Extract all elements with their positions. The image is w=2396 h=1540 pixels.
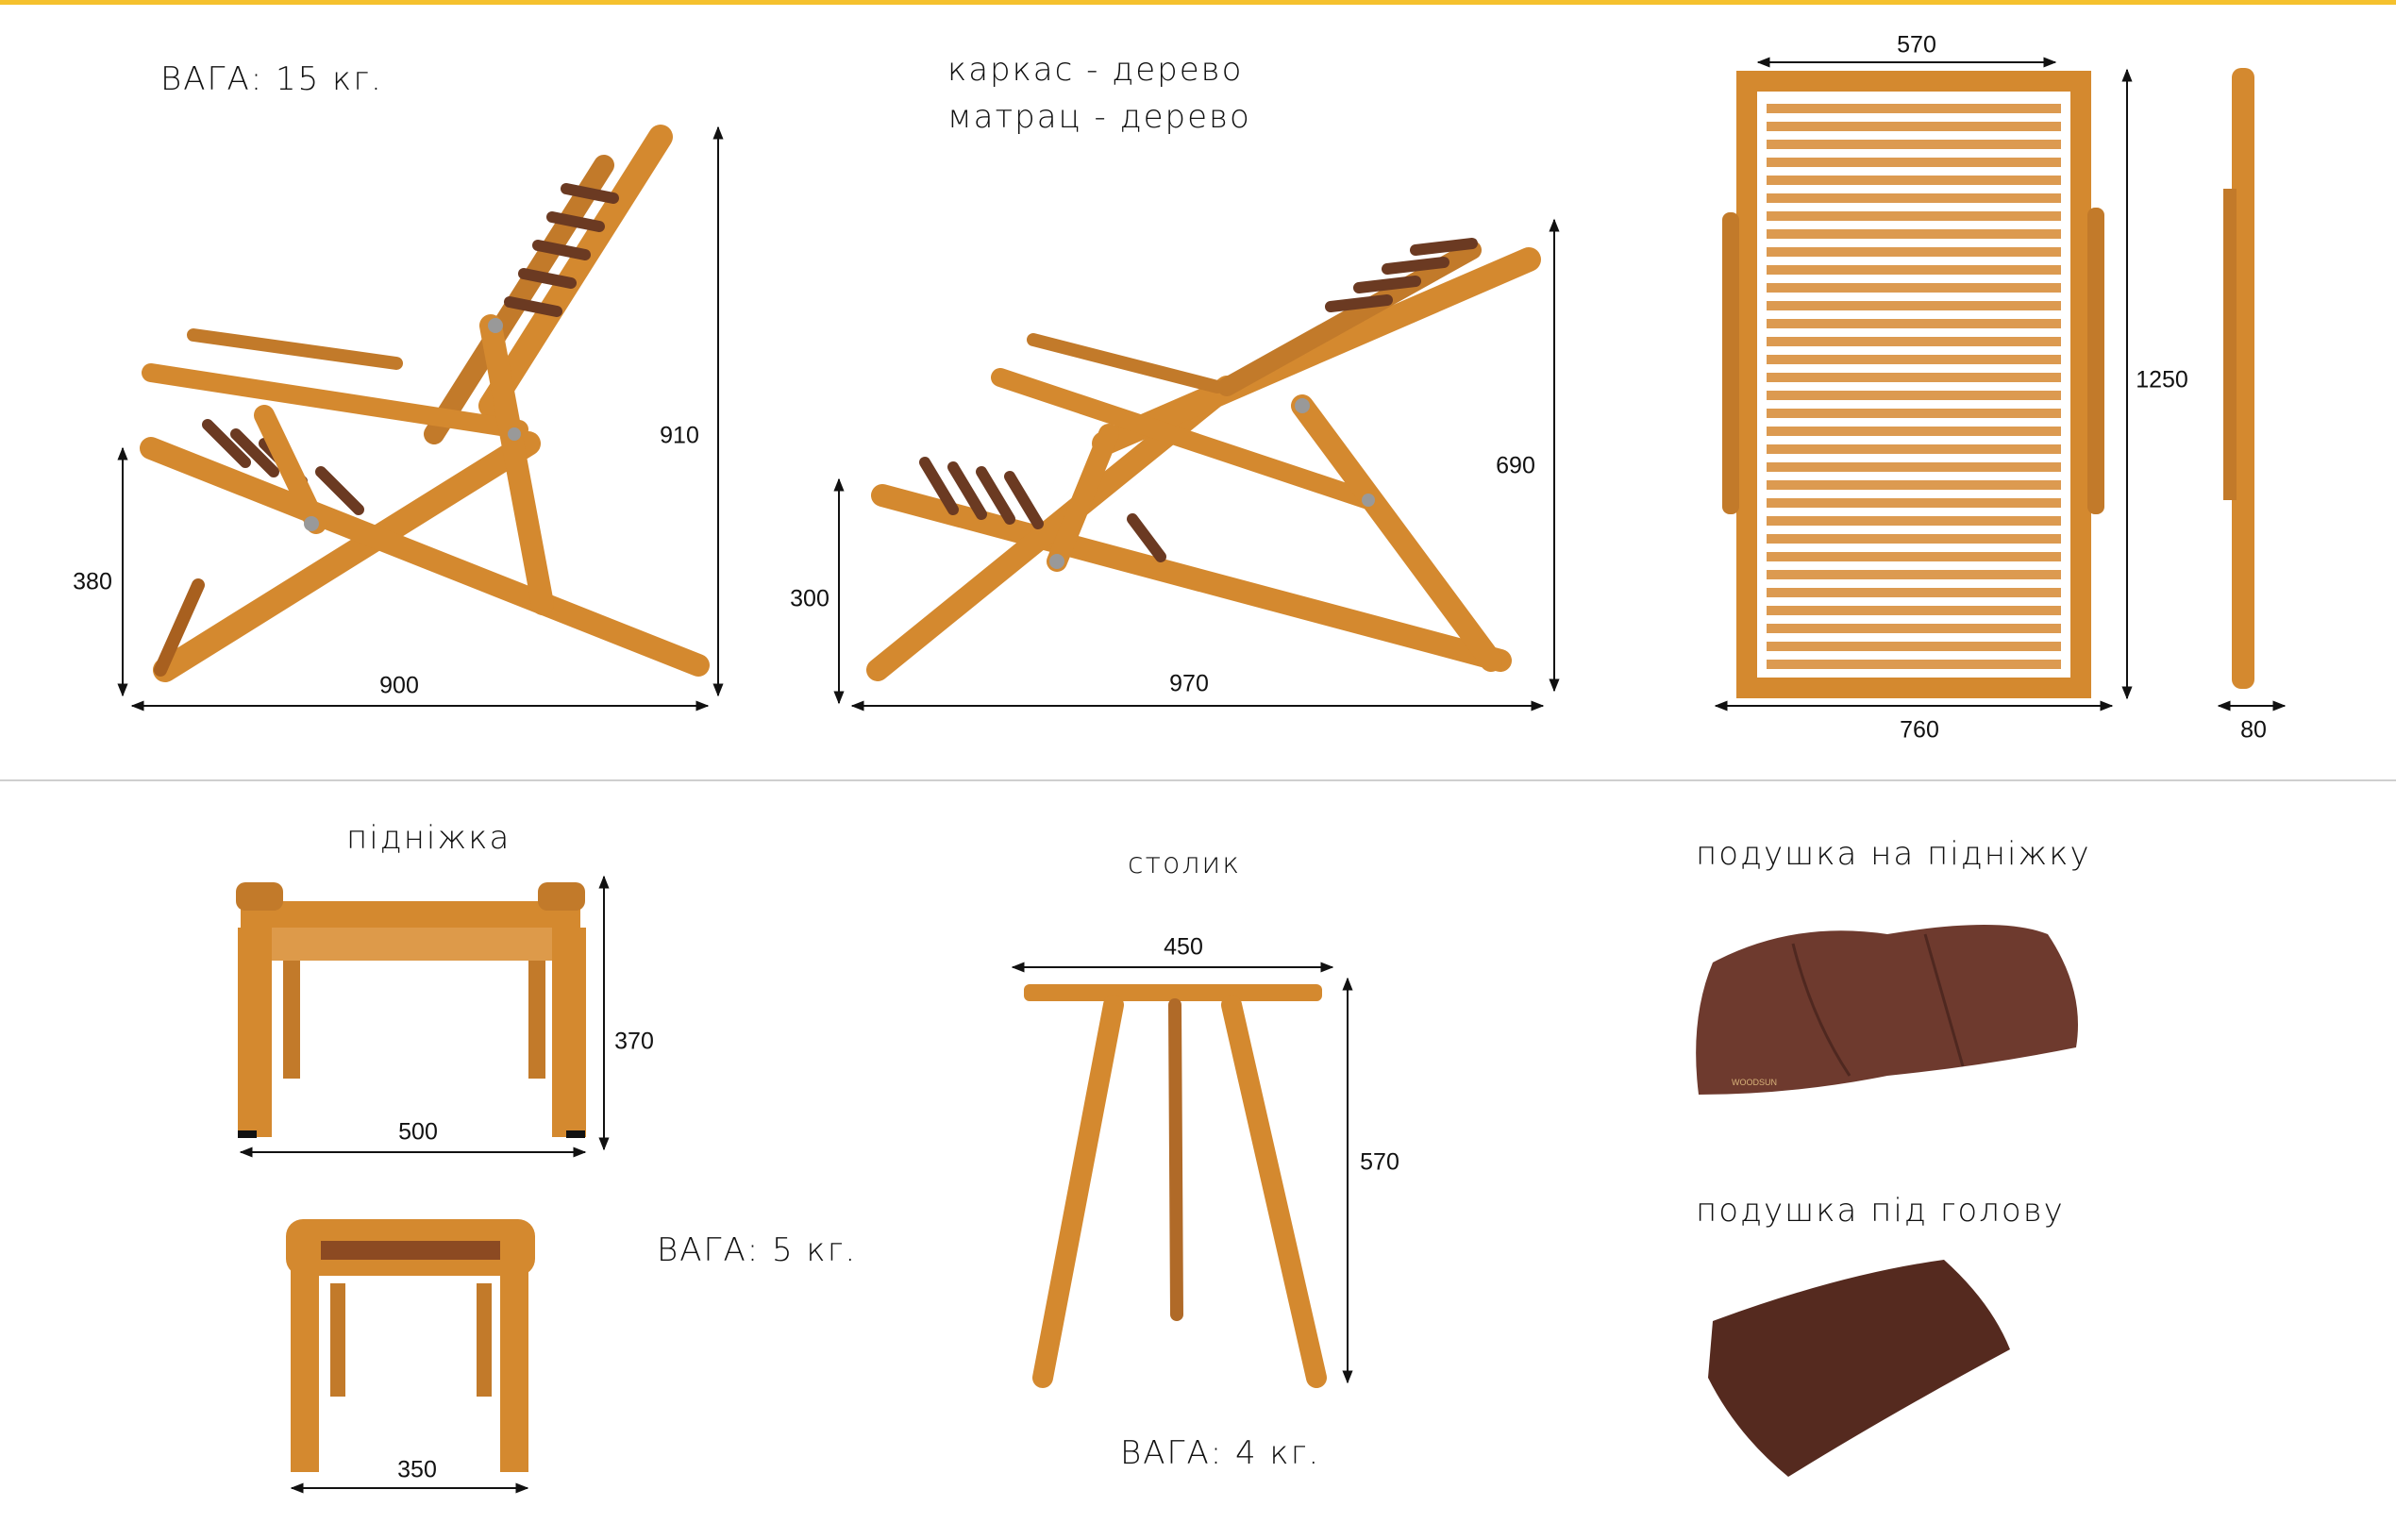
footrest-cushion-image: WOODSUN (1696, 925, 2078, 1095)
slat (1767, 301, 2061, 310)
slat (1767, 427, 2061, 436)
slat (1767, 516, 2061, 526)
slat (1767, 247, 2061, 257)
slats (1767, 104, 2061, 669)
dim-footrest-width: 500 (398, 1118, 438, 1146)
slat (1767, 122, 2061, 131)
dim-footrest-height: 370 (614, 1028, 654, 1055)
slat (1767, 570, 2061, 579)
dim-upright-height: 910 (660, 422, 699, 449)
chair-weight: ВАГА: 15 кг. (160, 60, 383, 98)
chair-top-view-image (1722, 71, 2104, 698)
footrest-title: підніжка (346, 819, 511, 857)
table-image (1024, 984, 1327, 1388)
dim-top-length: 1250 (2136, 366, 2188, 393)
chair-upright-image (140, 125, 710, 682)
slat (1767, 552, 2061, 561)
dim-table-diameter: 450 (1164, 933, 1203, 961)
dim-top-inner-width: 570 (1897, 31, 1936, 59)
dim-reclined-length: 970 (1169, 670, 1209, 697)
slat (1767, 444, 2061, 454)
head-cushion-image (1708, 1260, 2010, 1477)
chair-reclined-image (866, 238, 1541, 681)
slat (1767, 265, 2061, 275)
slat (1767, 104, 2061, 113)
cushion-logo: WOODSUN (1732, 1078, 1777, 1087)
section-divider (0, 779, 2396, 781)
table-title: столик (1128, 847, 1242, 880)
slat (1767, 176, 2061, 185)
slat (1767, 498, 2061, 508)
slat (1767, 229, 2061, 239)
slat (1767, 624, 2061, 633)
frame-material: каркас - дерево (947, 51, 1244, 89)
mattress-material: матрац - дерево (947, 98, 1251, 136)
footrest-side-image (286, 1219, 535, 1472)
chair-folded-image (2223, 68, 2254, 689)
slat (1767, 480, 2061, 490)
footrest-cushion-title: подушка на підніжку (1696, 835, 2091, 873)
dim-table-height: 570 (1360, 1148, 1399, 1176)
slat (1767, 642, 2061, 651)
slat (1767, 660, 2061, 669)
slat (1767, 140, 2061, 149)
dim-reclined-height: 690 (1496, 452, 1535, 479)
dim-footrest-depth: 350 (397, 1456, 437, 1483)
dim-upright-seat-height: 380 (73, 568, 112, 595)
slat (1767, 158, 2061, 167)
slat (1767, 534, 2061, 544)
slat (1767, 391, 2061, 400)
slat (1767, 355, 2061, 364)
slat (1767, 373, 2061, 382)
dim-top-width: 760 (1900, 716, 1939, 744)
footrest-front-image (236, 882, 586, 1138)
dim-upright-length: 900 (379, 672, 419, 699)
dimension-lines (117, 57, 2287, 1494)
footrest-weight: ВАГА: 5 кг. (657, 1231, 858, 1269)
accent-bar (0, 0, 2396, 5)
slat (1767, 319, 2061, 328)
dim-reclined-seat-height: 300 (790, 585, 829, 612)
slat (1767, 211, 2061, 221)
head-cushion-title: подушка під голову (1696, 1192, 2065, 1230)
slat (1767, 337, 2061, 346)
slat (1767, 588, 2061, 597)
dim-folded-thickness: 80 (2240, 716, 2267, 744)
slat (1767, 193, 2061, 203)
slat (1767, 283, 2061, 293)
slat (1767, 462, 2061, 472)
slat (1767, 606, 2061, 615)
slat (1767, 409, 2061, 418)
table-weight: ВАГА: 4 кг. (1120, 1434, 1321, 1472)
